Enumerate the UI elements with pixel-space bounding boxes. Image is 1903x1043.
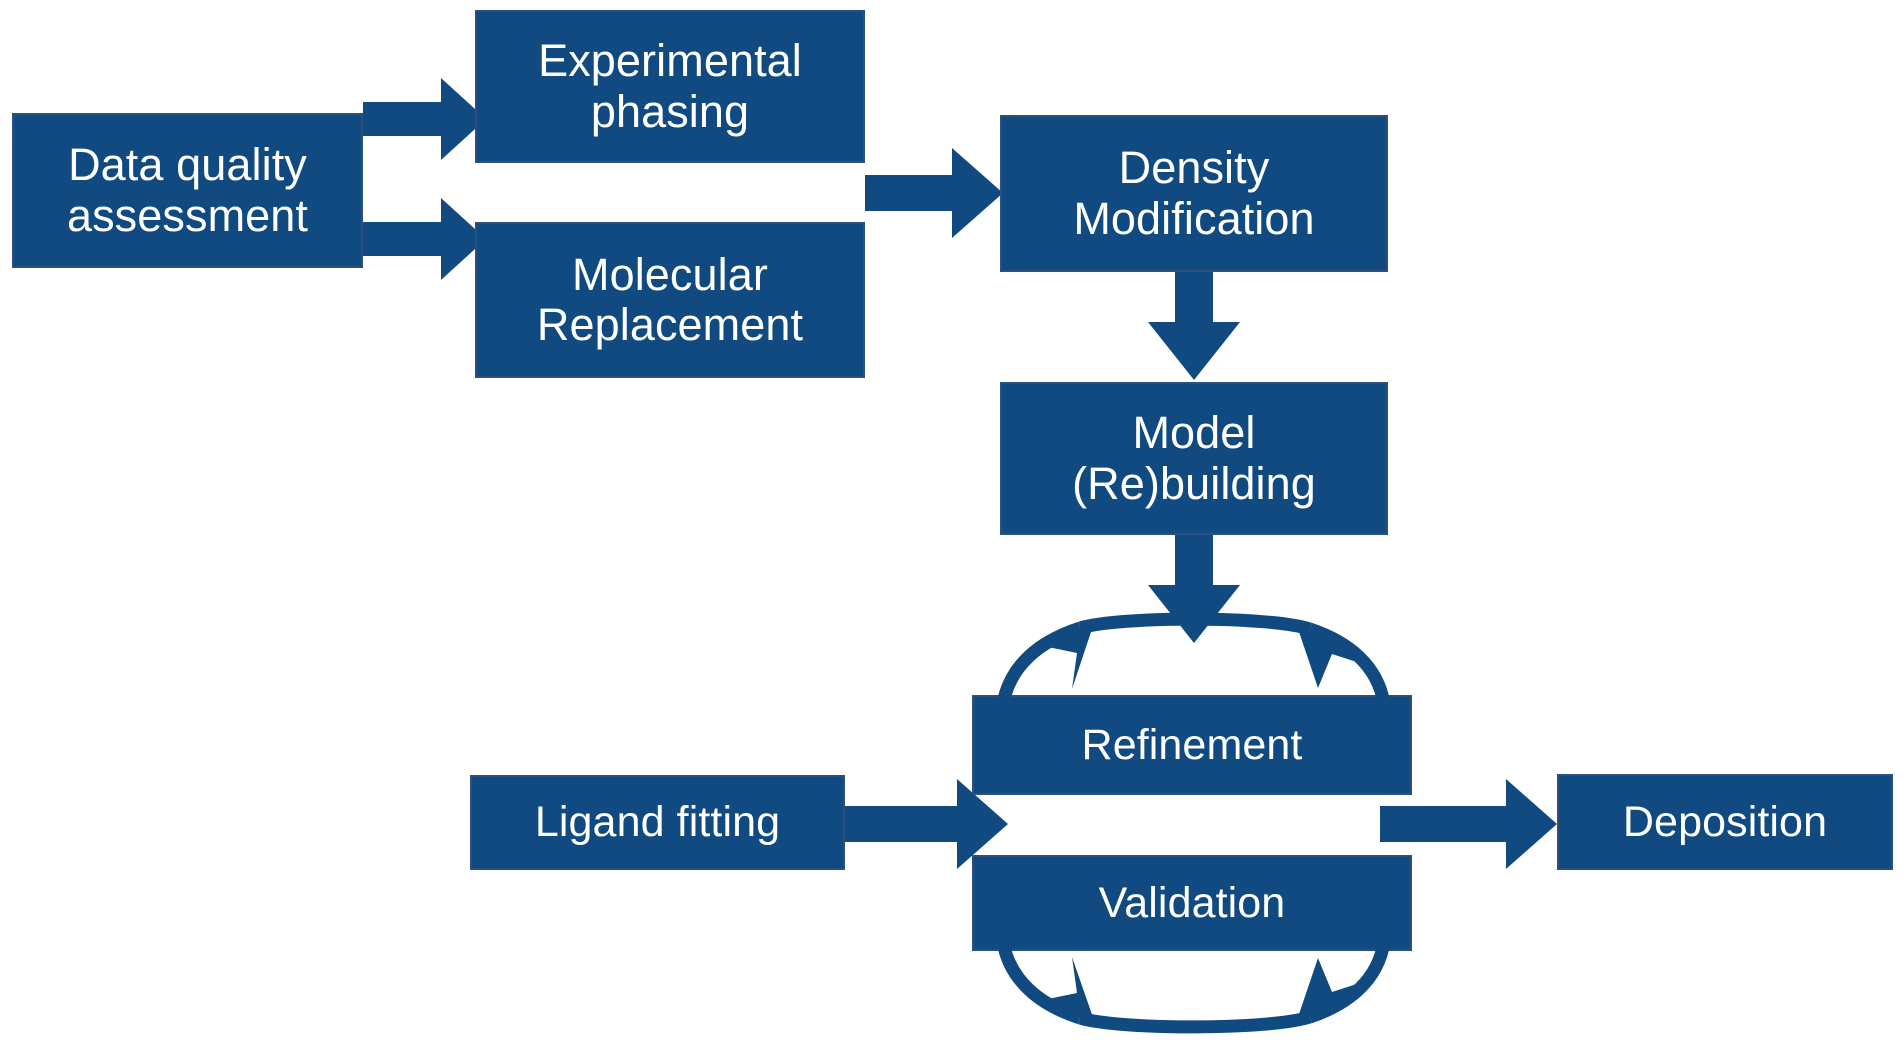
node-label: Validation	[1098, 878, 1286, 927]
node-label: Deposition	[1622, 797, 1828, 846]
node-model-rebuilding[interactable]: Model (Re)building	[1000, 382, 1388, 535]
node-experimental-phasing[interactable]: Experimental phasing	[475, 10, 865, 163]
node-molecular-replacement[interactable]: Molecular Replacement	[475, 222, 865, 378]
arrow-phasing-to-density-modification	[865, 148, 1003, 238]
node-label: Refinement	[1081, 720, 1303, 769]
node-label: Data quality assessment	[66, 139, 309, 241]
node-label: Model (Re)building	[1072, 407, 1316, 509]
arrow-density-modification-to-model-rebuilding	[1148, 272, 1240, 380]
node-ligand-fitting[interactable]: Ligand fitting	[470, 775, 845, 870]
arrow-model-rebuilding-to-refinement	[1148, 535, 1240, 643]
node-refinement[interactable]: Refinement	[972, 695, 1412, 795]
arrow-validation-to-deposition	[1380, 779, 1557, 869]
node-label: Density Modification	[1073, 142, 1315, 244]
node-density-modification[interactable]: Density Modification	[1000, 115, 1388, 272]
arrow-ligand-fitting-to-refinement	[845, 779, 1008, 869]
arrow-data-quality-to-molecular-replacement	[363, 198, 486, 280]
node-validation[interactable]: Validation	[972, 855, 1412, 951]
node-label: Experimental phasing	[538, 35, 802, 137]
node-deposition[interactable]: Deposition	[1557, 774, 1893, 870]
node-label: Molecular Replacement	[536, 248, 804, 350]
arrow-data-quality-to-experimental-phasing	[363, 78, 486, 160]
node-data-quality-assessment[interactable]: Data quality assessment	[12, 113, 363, 268]
node-label: Ligand fitting	[534, 798, 781, 847]
